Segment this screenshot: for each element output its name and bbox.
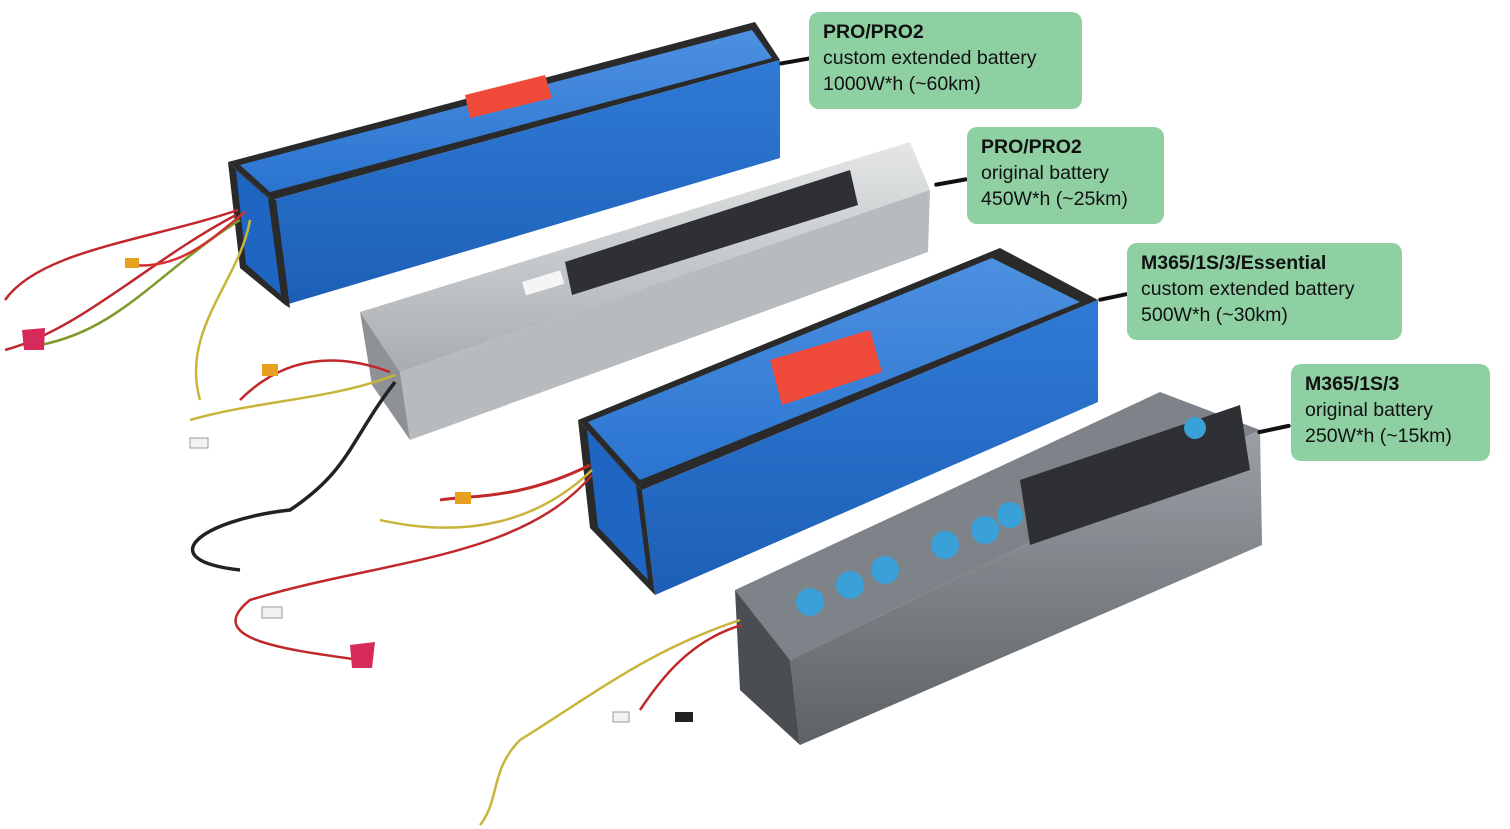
battery-capacity: 250W*h (~15km) <box>1305 425 1452 447</box>
battery-type: custom extended battery <box>823 47 1037 69</box>
warning-label <box>565 170 858 295</box>
battery-type: original battery <box>981 162 1109 184</box>
battery-model: M365/1S/3/Essential <box>1141 252 1327 274</box>
cables <box>3 208 743 826</box>
sticker-red <box>465 75 552 118</box>
battery-capacity: 450W*h (~25km) <box>981 188 1128 210</box>
battery-pro-extended <box>228 22 780 308</box>
callout-pro-original: PRO/PRO2 original battery 450W*h (~25km) <box>967 127 1164 224</box>
battery-type: custom extended battery <box>1141 278 1355 300</box>
callout-m365-extended: M365/1S/3/Essential custom extended batt… <box>1127 243 1402 340</box>
battery-capacity: 500W*h (~30km) <box>1141 304 1288 326</box>
battery-model: PRO/PRO2 <box>981 136 1082 158</box>
battery-capacity: 1000W*h (~60km) <box>823 73 981 95</box>
battery-model: PRO/PRO2 <box>823 21 924 43</box>
sticker-red <box>770 330 882 405</box>
battery-m365-original <box>735 392 1262 745</box>
warning-label <box>1020 405 1250 545</box>
battery-pro-original <box>360 142 930 440</box>
callout-m365-original: M365/1S/3 original battery 250W*h (~15km… <box>1291 364 1490 461</box>
connectors <box>22 258 693 723</box>
callout-pro-extended: PRO/PRO2 custom extended battery 1000W*h… <box>809 12 1082 109</box>
battery-model: M365/1S/3 <box>1305 373 1400 395</box>
battery-type: original battery <box>1305 399 1433 421</box>
battery-m365-extended <box>578 248 1098 595</box>
